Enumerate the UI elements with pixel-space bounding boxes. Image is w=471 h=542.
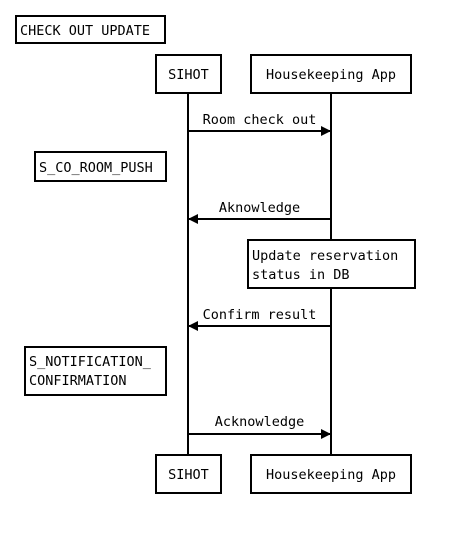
note-update-reservation-line-2: status in DB: [252, 267, 350, 283]
message-confirm-result-label: Confirm result: [203, 307, 317, 323]
note-notification-confirmation-line-2: CONFIRMATION: [29, 373, 127, 389]
message-room-check-out-label: Room check out: [203, 112, 317, 128]
participant-sihot-top-label: SIHOT: [168, 67, 209, 83]
message-acknowledge-label: Acknowledge: [215, 414, 304, 430]
note-notification-confirmation-line-1: S_NOTIFICATION_: [29, 354, 152, 370]
participant-housekeeping-bottom-label: Housekeeping App: [266, 467, 396, 483]
participant-sihot-bottom: [155, 454, 222, 494]
diagram-title-box: [15, 15, 166, 44]
participant-housekeeping-bottom: [250, 454, 412, 494]
note-update-reservation: [247, 239, 416, 289]
note-co-room-push: [34, 151, 167, 182]
participant-housekeeping-top-label: Housekeeping App: [266, 67, 396, 83]
note-co-room-push-text: S_CO_ROOM_PUSH: [39, 160, 153, 176]
note-notification-confirmation: [24, 346, 167, 396]
participant-housekeeping-top: [250, 54, 412, 94]
note-update-reservation-line-1: Update reservation: [252, 248, 398, 264]
participant-sihot-top: [155, 54, 222, 94]
diagram-title: CHECK OUT UPDATE: [20, 23, 150, 39]
participant-sihot-bottom-label: SIHOT: [168, 467, 209, 483]
message-aknowledge-label: Aknowledge: [219, 200, 300, 216]
